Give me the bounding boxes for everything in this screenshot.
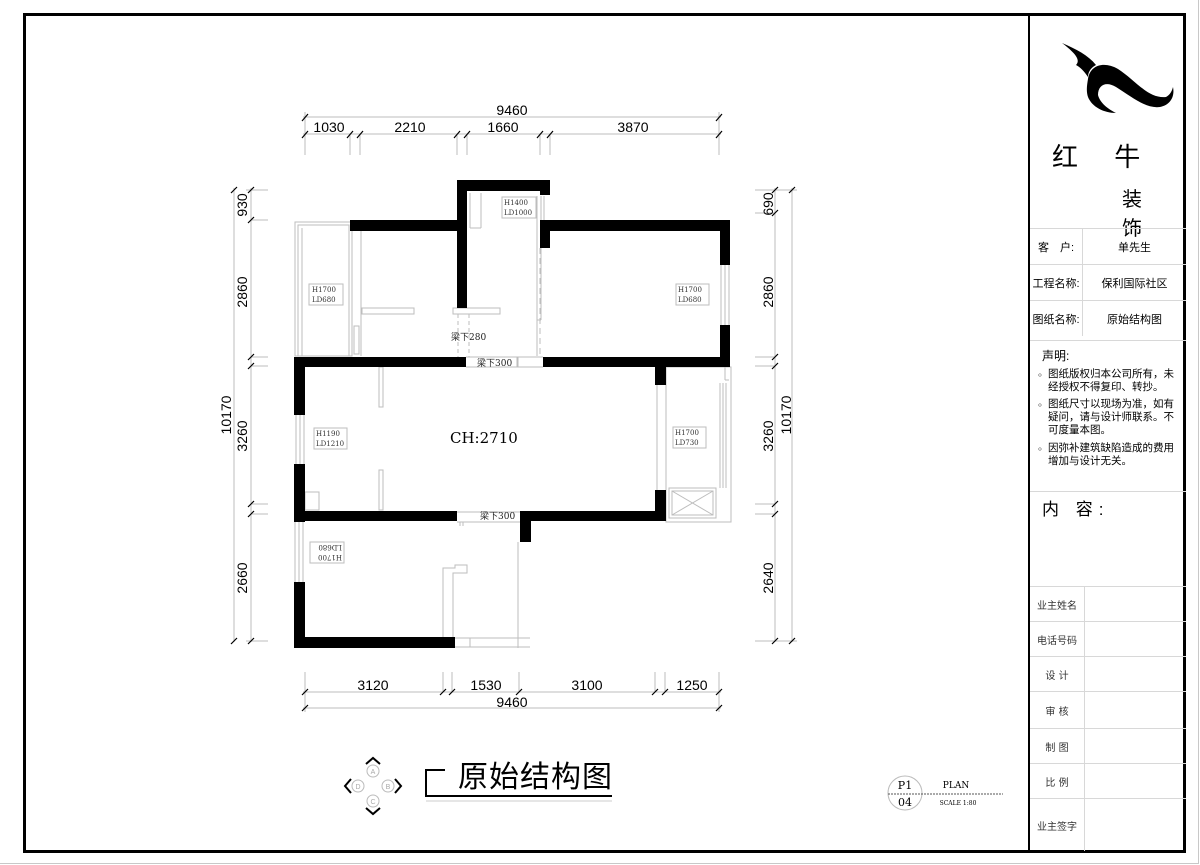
dim-right-seg-3: 3260 <box>760 420 776 451</box>
info-row-project: 工程名称: 保利国际社区 <box>1030 264 1186 300</box>
dim-top-seg-4: 3870 <box>617 119 648 135</box>
scale-field[interactable] <box>1085 764 1186 799</box>
window-label-kitchen: H1400 LD1000 <box>501 196 537 219</box>
drawing-value: 原始结构图 <box>1107 313 1162 326</box>
svg-text:LD680: LD680 <box>678 296 702 304</box>
owner-signature-field[interactable] <box>1085 799 1186 851</box>
review-field[interactable] <box>1085 692 1186 729</box>
owner-name-field[interactable] <box>1085 587 1186 622</box>
dim-bottom-seg-3: 3100 <box>571 677 602 693</box>
content-title: 内 容: <box>1042 500 1110 519</box>
beam-label-300-bottom: 梁下300 <box>480 510 515 522</box>
client-label: 客 户: <box>1030 229 1083 264</box>
svg-text:H1190: H1190 <box>316 430 340 438</box>
svg-text:04: 04 <box>898 796 912 809</box>
dim-right-seg-2: 2860 <box>760 276 776 307</box>
svg-text:D: D <box>355 784 360 791</box>
beam-label-280: 梁下280 <box>451 331 486 343</box>
svg-text:PLAN: PLAN <box>943 781 970 791</box>
svg-text:SCALE 1:80: SCALE 1:80 <box>940 800 977 807</box>
plan-stamp: P1 04 PLAN SCALE 1:80 <box>887 775 1003 811</box>
dimension-lines-right <box>755 188 797 642</box>
thin-partition-lines <box>294 193 732 648</box>
dim-top-seg-1: 1030 <box>313 119 344 135</box>
drawing-title: 原始结构图 <box>458 760 613 795</box>
dim-bottom-seg-4: 1250 <box>676 677 707 693</box>
signature-row-scale: 比 例 <box>1030 763 1186 799</box>
dim-bottom-total: 9460 <box>496 694 527 710</box>
dimension-ticks-top <box>301 113 723 139</box>
notice-title: 声明: <box>1042 349 1070 363</box>
info-row-client: 客 户: 单先生 <box>1030 228 1186 264</box>
signature-row-draft: 制 图 <box>1030 728 1186 764</box>
dimension-lines-top <box>303 112 721 155</box>
signature-row-owner-signature: 业主签字 <box>1030 798 1186 851</box>
svg-text:H1700: H1700 <box>675 429 699 437</box>
window-label-nw-balcony: H1700 LD680 <box>308 283 344 306</box>
dim-left-total: 10170 <box>218 395 234 434</box>
dim-top-seg-3: 1660 <box>487 119 518 135</box>
svg-text:P1: P1 <box>898 779 912 792</box>
draft-field[interactable] <box>1085 729 1186 764</box>
dim-right-seg-1: 690 <box>760 192 776 216</box>
window-label-ne-bedroom: H1700 LD680 <box>675 283 710 306</box>
brand-name-line1: 红 牛 <box>1052 143 1155 173</box>
dimension-ticks-left <box>230 186 255 645</box>
phone-field[interactable] <box>1085 622 1186 657</box>
client-value: 单先生 <box>1118 241 1151 254</box>
dim-top-total: 9460 <box>496 102 527 118</box>
svg-text:LD730: LD730 <box>675 439 699 447</box>
design-field[interactable] <box>1085 657 1186 692</box>
svg-text:H1700: H1700 <box>678 286 702 294</box>
dim-bottom-seg-2: 1530 <box>470 677 501 693</box>
dim-left-seg-3: 3260 <box>234 420 250 451</box>
project-value: 保利国际社区 <box>1101 277 1168 290</box>
svg-text:H1400: H1400 <box>504 199 528 207</box>
svg-text:LD1210: LD1210 <box>316 440 344 448</box>
ceiling-height-label: CH:2710 <box>450 429 518 447</box>
svg-text:C: C <box>370 799 375 806</box>
dim-left-seg-2: 2860 <box>234 276 250 307</box>
window-label-living-west: H1190 LD1210 <box>313 427 348 450</box>
dim-left-seg-1: 930 <box>234 193 250 217</box>
notice-section: 声明: 。图纸版权归本公司所有，未经授权不得复印、转抄。 。图纸尺寸以现场为准，… <box>1030 340 1186 491</box>
svg-text:B: B <box>386 784 391 791</box>
svg-text:H1700: H1700 <box>318 553 342 561</box>
signature-row-owner-name: 业主姓名 <box>1030 586 1186 622</box>
notice-item: 。图纸版权归本公司所有，未经授权不得复印、转抄。 <box>1038 368 1174 393</box>
drawing-title-bracket <box>425 769 612 802</box>
dimension-lines-left <box>233 188 268 642</box>
beam-label-300-top: 梁下300 <box>477 357 512 369</box>
svg-text:H1700: H1700 <box>312 286 336 294</box>
dim-right-seg-4: 2640 <box>760 562 776 593</box>
dim-bottom-seg-1: 3120 <box>357 677 388 693</box>
drawing-label: 图纸名称: <box>1030 301 1083 336</box>
drawing-frame <box>23 13 1186 853</box>
content-section: 内 容: <box>1030 491 1186 587</box>
brand: 红 牛 装 饰 <box>1030 13 1186 240</box>
signature-row-design: 设 计 <box>1030 656 1186 692</box>
window-label-sw-bedroom: H1700 LD680 <box>309 541 345 564</box>
dimension-ticks-right <box>771 186 796 645</box>
dimension-ticks-bottom <box>301 688 723 712</box>
floor-plan: 9460 1030 2210 1660 3870 3120 1530 3100 … <box>218 102 1003 816</box>
bull-horn-logo-icon <box>1062 43 1174 113</box>
title-block: 红 牛 装 饰 客 户: 单先生 工程名称: 保利国际社区 图纸名称: 原始结构… <box>1028 13 1186 853</box>
dim-right-total: 10170 <box>778 395 794 434</box>
window-label-east-balcony: H1700 LD730 <box>672 426 707 449</box>
notice-item: 。因弥补建筑缺陷造成的费用增加与设计无关。 <box>1038 442 1174 467</box>
notice-item: 。图纸尺寸以现场为准，如有疑问，请与设计师联系。不可度量本图。 <box>1038 398 1174 436</box>
svg-text:A: A <box>371 769 376 776</box>
structural-walls <box>294 180 730 648</box>
svg-text:LD680: LD680 <box>318 543 342 551</box>
dim-top-seg-2: 2210 <box>394 119 425 135</box>
signature-row-review: 审 核 <box>1030 691 1186 729</box>
svg-text:LD680: LD680 <box>312 296 336 304</box>
dim-left-seg-4: 2660 <box>234 562 250 593</box>
project-label: 工程名称: <box>1030 265 1083 300</box>
info-row-drawing: 图纸名称: 原始结构图 <box>1030 300 1186 336</box>
compass-icon: A B C D <box>343 756 403 816</box>
signature-row-phone: 电话号码 <box>1030 621 1186 657</box>
svg-text:LD1000: LD1000 <box>504 209 532 217</box>
